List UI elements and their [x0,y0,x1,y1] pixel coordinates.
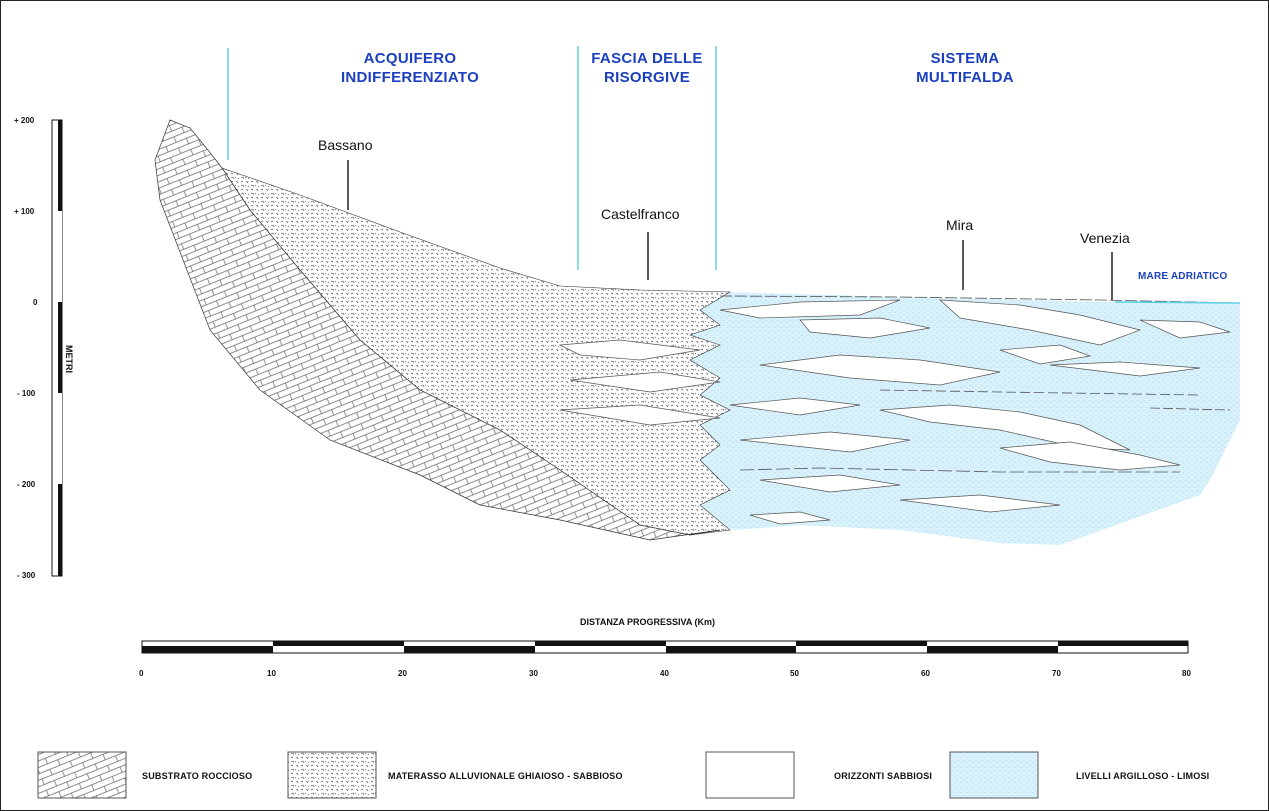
horizontal-scale-bar [141,640,1189,654]
zone-title-line: RISORGIVE [603,69,691,86]
y-tick-label: 0 [33,298,38,307]
zone-dividers [227,46,717,270]
legend-label-sand: ORIZZONTI SABBIOSI [834,771,933,781]
legend-swatch-sand [705,751,795,799]
x-tick-label: 20 [398,669,407,678]
x-tick-label: 30 [529,669,538,678]
zone-title-acquifero: ACQUIFERO INDIFFERENZIATO [320,49,500,87]
legend-swatch-gravel [287,751,377,799]
legend-swatch-clay [949,751,1039,799]
x-tick-label: 10 [267,669,276,678]
x-tick-label: 50 [790,669,799,678]
x-tick-label: 60 [921,669,930,678]
sea-level-line [1114,301,1241,304]
x-tick-label: 70 [1052,669,1061,678]
x-tick-label: 80 [1182,669,1191,678]
y-tick-label: + 100 [14,207,35,216]
zone-title-line: INDIFFERENZIATO [340,69,480,86]
sand-horizons [558,299,1231,525]
thin-horizons [719,295,1241,473]
label-mira: Mira [946,217,974,233]
legend-label-gravel: MATERASSO ALLUVIONALE GHIAIOSO - SABBIOS… [388,771,623,781]
zone-title-fascia: FASCIA DELLE RISORGIVE [572,49,722,87]
zone-title-line: FASCIA DELLE [591,50,703,67]
label-castelfranco: Castelfranco [601,206,680,222]
y-tick-label: - 200 [17,480,36,489]
rock-substrate-area [154,119,721,541]
zone-title-line: ACQUIFERO [363,50,457,67]
zone-title-line: MULTIFALDA [916,69,1014,86]
legend-swatches [37,751,1039,799]
x-tick-label: 0 [139,669,144,678]
y-axis-title: METRI [64,345,74,373]
y-tick-label: - 100 [17,389,36,398]
label-bassano: Bassano [318,137,373,153]
zone-title-sistema: SISTEMA MULTIFALDA [900,49,1030,87]
legend-label-rock: SUBSTRATO ROCCIOSO [142,771,253,781]
x-tick-label: 40 [660,669,669,678]
label-mare-adriatico: MARE ADRIATICO [1138,271,1228,282]
label-venezia: Venezia [1080,230,1130,246]
legend-swatch-rock [37,751,127,799]
x-axis-title: DISTANZA PROGRESSIVA (Km) [580,617,716,627]
legend-label-clay: LIVELLI ARGILLOSO - LIMOSI [1076,771,1210,781]
vertical-scale-bar [51,119,63,577]
zone-title-line: SISTEMA [930,50,1000,67]
y-tick-label: + 200 [14,116,35,125]
geological-section [154,119,1241,545]
y-tick-label: - 300 [17,571,36,580]
